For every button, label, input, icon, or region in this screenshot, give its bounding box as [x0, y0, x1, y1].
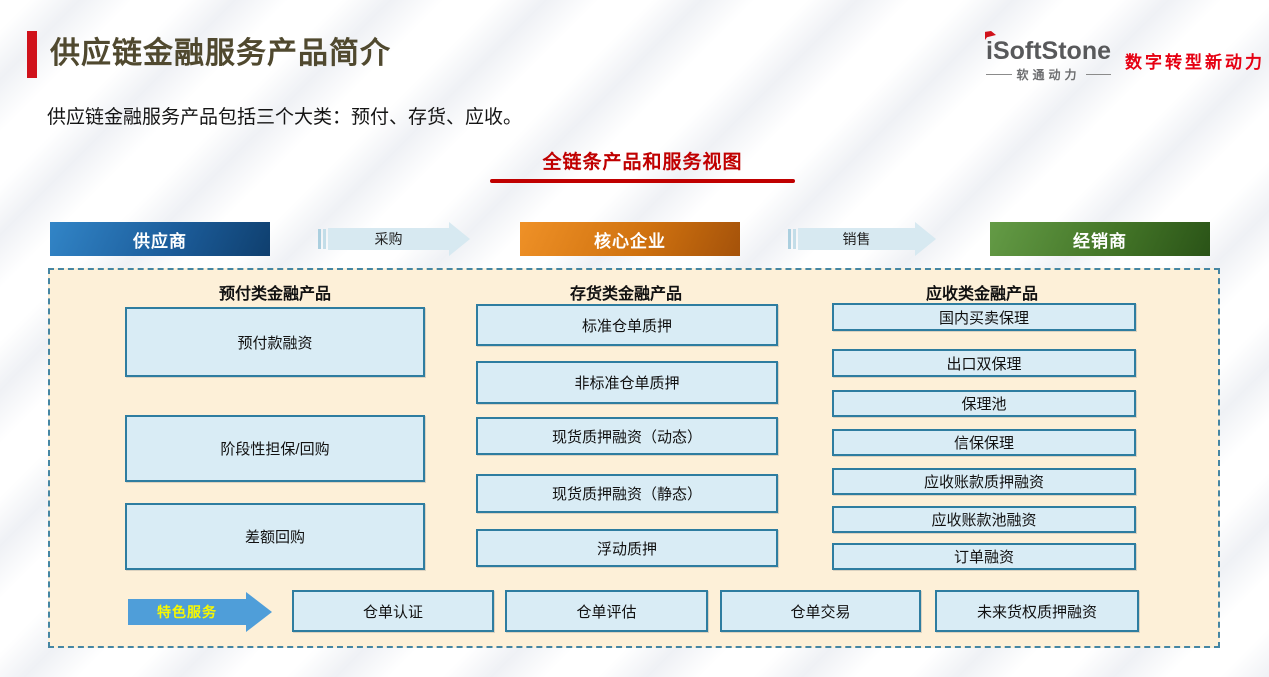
logo-rule-right — [1085, 74, 1112, 75]
flow-arrow-sales-label: 销售 — [798, 228, 915, 250]
logo-flag-icon — [985, 31, 996, 40]
arrow-head-icon — [246, 592, 272, 632]
logo-brand-block: iSoftStone 软通动力 — [985, 31, 1112, 83]
page-title: 供应链金融服务产品简介 — [50, 37, 391, 70]
logo-tagline: 数字转型新动力 — [1125, 53, 1265, 72]
special-services-label: 特色服务 — [128, 599, 246, 625]
flow-node-supplier: 供应商 — [50, 222, 270, 256]
product-box: 标准仓单质押 — [476, 304, 778, 346]
arrow-tail-decoration — [323, 229, 326, 249]
flow-arrow-purchase-label: 采购 — [328, 228, 449, 250]
product-box: 非标准仓单质押 — [476, 361, 778, 404]
special-services-arrow: 特色服务 — [128, 592, 276, 632]
arrow-tail-decoration — [318, 229, 321, 249]
flow-node-dealer: 经销商 — [990, 222, 1210, 256]
arrow-head-icon — [449, 222, 470, 256]
logo-brand-name: iSoftStone — [986, 37, 1111, 65]
logo-brand-text: iSoftStone — [985, 31, 1111, 65]
product-box: 应收账款质押融资 — [832, 468, 1136, 495]
section-badge-label: 全链条产品和服务视图 — [542, 152, 743, 173]
product-box: 应收账款池融资 — [832, 506, 1136, 533]
product-box: 差额回购 — [125, 503, 425, 570]
product-box: 阶段性担保/回购 — [125, 415, 425, 482]
product-box: 现货质押融资（静态） — [476, 474, 778, 513]
special-service-box: 仓单交易 — [720, 590, 921, 632]
product-box: 保理池 — [832, 390, 1136, 417]
special-service-box: 未来货权质押融资 — [935, 590, 1139, 632]
subtitle: 供应链金融服务产品包括三个大类：预付、存货、应收。 — [47, 107, 523, 128]
product-box: 预付款融资 — [125, 307, 425, 377]
flow-node-core-enterprise: 核心企业 — [520, 222, 740, 256]
logo-cn-row: 软通动力 — [986, 66, 1112, 83]
logo-rule-left — [986, 74, 1012, 75]
product-box: 出口双保理 — [832, 349, 1136, 377]
special-service-box: 仓单评估 — [505, 590, 708, 632]
section-badge-underline — [490, 179, 795, 183]
special-service-box: 仓单认证 — [292, 590, 494, 632]
product-box: 信保保理 — [832, 429, 1136, 456]
arrow-head-icon — [915, 222, 936, 256]
arrow-tail-decoration — [793, 229, 796, 249]
flow-arrow-sales: 销售 — [788, 222, 936, 256]
products-panel: 预付类金融产品 存货类金融产品 应收类金融产品 预付款融资 阶段性担保/回购 差… — [48, 268, 1220, 648]
product-box: 国内买卖保理 — [832, 303, 1136, 331]
product-box: 订单融资 — [832, 543, 1136, 570]
section-badge: 全链条产品和服务视图 — [490, 147, 795, 183]
flow-arrow-purchase: 采购 — [318, 222, 470, 256]
product-box: 浮动质押 — [476, 529, 778, 567]
logo-brand-cn: 软通动力 — [1016, 68, 1081, 82]
column-header-prepay: 预付类金融产品 — [218, 286, 331, 303]
logo: iSoftStone 软通动力 数字转型新动力 — [985, 31, 1265, 83]
arrow-tail-decoration — [788, 229, 791, 249]
column-header-inventory: 存货类金融产品 — [569, 286, 682, 303]
column-header-receivables: 应收类金融产品 — [925, 286, 1038, 303]
title-accent-bar — [27, 31, 37, 78]
product-box: 现货质押融资（动态） — [476, 417, 778, 455]
